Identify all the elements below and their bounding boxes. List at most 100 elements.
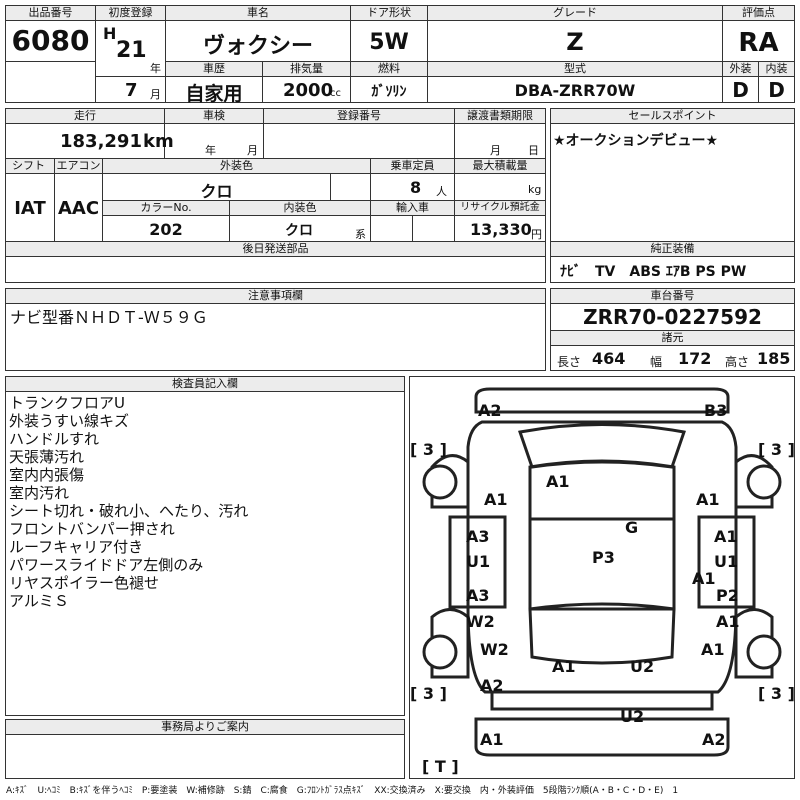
colorno-value: 202 xyxy=(149,220,183,239)
reg-month: 7 xyxy=(125,80,138,101)
inspector-line: ルーフキャリア付き xyxy=(9,538,144,556)
tire-mark: [ 3 ] xyxy=(410,440,447,459)
legend-text: A:ｷｽﾞ U:ﾍｺﾐ B:ｷｽﾞを伴うﾍｺﾐ P:要塗装 W:補修跡 S:錆 … xyxy=(6,786,679,796)
recycle-label: リサイクル預託金 xyxy=(455,201,545,216)
inspector-line: ハンドルすれ xyxy=(9,430,100,448)
tire-mark: [ 3 ] xyxy=(758,684,794,703)
inspector-line: 外装うすい線キズ xyxy=(9,412,130,430)
damage-mark: A1 xyxy=(552,657,576,676)
int-label: 内装 xyxy=(759,62,794,77)
regno-label: 登録番号 xyxy=(264,109,454,124)
reg-year-unit: 年 xyxy=(150,62,161,75)
seats-label: 乗車定員 xyxy=(371,159,454,174)
wheel-rear-right xyxy=(746,634,782,670)
seats-value: 8 xyxy=(410,178,422,197)
reg-month-unit: 月 xyxy=(150,88,161,101)
mileage-unit: km xyxy=(143,131,174,152)
lot-number: 6080 xyxy=(11,24,90,57)
height-value: 185 xyxy=(757,349,791,368)
tire-mark: [ T ] xyxy=(422,757,459,776)
width-value: 172 xyxy=(678,349,712,368)
damage-mark: A1 xyxy=(546,472,570,491)
sales-label: セールスポイント xyxy=(551,109,794,124)
colorno-label: カラーNo. xyxy=(103,201,229,216)
model-value: DBA-ZRR70W xyxy=(514,81,636,100)
grade-value: Z xyxy=(566,28,584,56)
inspector-line: リヤスポイラー色褪せ xyxy=(9,574,160,592)
shift-value: IAT xyxy=(14,198,46,219)
sales-point: ★オークションデビュー★ xyxy=(553,133,719,149)
fuel-label: 燃料 xyxy=(351,62,427,77)
ac-label: エアコン xyxy=(55,159,102,174)
damage-mark: A1 xyxy=(716,612,740,631)
damage-mark: A1 xyxy=(692,569,716,588)
length-label: 長さ xyxy=(557,355,582,369)
damage-mark: P2 xyxy=(716,586,739,605)
damage-mark: A1 xyxy=(480,730,504,749)
inspection-label: 車検 xyxy=(165,109,263,124)
score-label: 評価点 xyxy=(723,6,794,21)
mileage-value: 183,291 xyxy=(60,131,142,152)
ac-value: AAC xyxy=(57,198,100,219)
damage-mark: A1 xyxy=(484,490,508,509)
notes-section xyxy=(5,288,546,371)
color-value: クロ xyxy=(200,182,233,201)
history-label: 車歴 xyxy=(166,62,262,77)
recycle-unit: 円 xyxy=(531,228,542,241)
damage-mark: U2 xyxy=(630,657,654,676)
inspector-line: 室内汚れ xyxy=(9,484,70,502)
equip-value: ﾅﾋﾞ TV ABS ｴｱB PS PW xyxy=(560,264,747,280)
damage-mark: A3 xyxy=(466,586,490,605)
transfer-day: 日 xyxy=(528,144,539,157)
inspector-line: シート切れ・破れ小、へたり、汚れ xyxy=(9,502,249,520)
notes-text: ナビ型番ＮＨＤＴ-Ｗ５９Ｇ xyxy=(10,309,208,327)
equip-label: 純正装備 xyxy=(551,242,794,257)
wheel-rear-left xyxy=(422,634,458,670)
office-section xyxy=(5,719,405,779)
import-label: 輸入車 xyxy=(371,201,454,216)
load-label: 最大積載量 xyxy=(455,159,545,174)
dims-label: 諸元 xyxy=(551,331,794,346)
grade-label: グレード xyxy=(428,6,722,21)
car-label: 車名 xyxy=(166,6,350,21)
load-unit: kg xyxy=(528,183,542,196)
damage-mark: A3 xyxy=(466,527,490,546)
inspector-line: パワースライドドア左側のみ xyxy=(9,556,204,574)
reg-label: 初度登録 xyxy=(96,6,165,21)
ext-value: D xyxy=(732,78,749,102)
damage-mark: P3 xyxy=(592,548,615,567)
cc-label: 排気量 xyxy=(263,62,350,77)
tire-mark: [ 3 ] xyxy=(758,440,794,459)
inspector-section xyxy=(5,376,405,716)
damage-mark: W2 xyxy=(480,640,509,659)
transfer-label: 譲渡書類期限 xyxy=(455,109,545,124)
damage-mark: A1 xyxy=(696,490,720,509)
inspector-label: 検査員記入欄 xyxy=(6,377,404,392)
damage-mark: A2 xyxy=(702,730,726,749)
shift-label: シフト xyxy=(6,159,54,174)
lot-label: 出品番号 xyxy=(6,6,95,21)
chassis-label: 車台番号 xyxy=(551,289,794,304)
office-label: 事務局よりご案内 xyxy=(6,720,404,735)
cc-value: 2000 xyxy=(283,80,334,101)
damage-mark: A2 xyxy=(480,676,504,695)
length-value: 464 xyxy=(592,349,626,368)
color-label: 外装色 xyxy=(103,159,370,174)
cc-unit: cc xyxy=(330,88,341,99)
intcolor-unit: 系 xyxy=(355,228,366,241)
damage-diagram xyxy=(409,376,795,779)
chassis-section xyxy=(550,288,795,371)
fuel-value: ｶﾞｿﾘﾝ xyxy=(371,84,407,100)
car-diagram-svg: [ 3 ] [ 3 ] [ 3 ] [ 3 ] [ T ] A2 B3 A1 A… xyxy=(410,387,794,776)
score-value: RA xyxy=(738,28,779,58)
wheel-front-left xyxy=(422,464,458,500)
damage-mark: A2 xyxy=(478,401,502,420)
notes-label: 注意事項欄 xyxy=(6,289,545,304)
chassis-number: ZRR70-0227592 xyxy=(583,305,762,329)
inspector-line: 室内内張傷 xyxy=(9,466,85,484)
tire-mark: [ 3 ] xyxy=(410,684,447,703)
transfer-month: 月 xyxy=(490,144,501,157)
inspection-month: 月 xyxy=(247,144,258,157)
inspector-line: トランクフロアU xyxy=(9,394,125,412)
inspector-line: フロントバンパー押され xyxy=(9,520,175,538)
